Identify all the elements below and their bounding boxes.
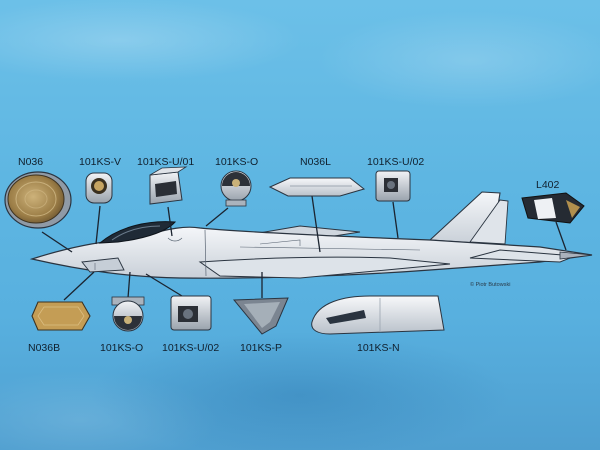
leader-101ks-u02-bottom (145, 273, 183, 297)
label-101ks-o-top: 101KS-O (215, 156, 258, 168)
n036-radar-image (4, 171, 72, 229)
leader-n036b (63, 271, 95, 301)
label-101ks-u02-bottom: 101KS-U/02 (162, 342, 219, 354)
label-n036l: N036L (300, 156, 331, 168)
canopy (98, 221, 177, 244)
label-l402: L402 (536, 179, 560, 191)
101ks-v-image (85, 172, 113, 204)
leader-101ks-o-bottom (127, 271, 131, 299)
101ks-p-image (232, 297, 289, 335)
label-101ks-u01: 101KS-U/01 (137, 156, 194, 168)
leader-n036l (311, 195, 321, 253)
label-n036: N036 (18, 156, 43, 168)
101ks-o-bottom-image (111, 296, 145, 332)
leader-l402 (555, 221, 567, 251)
component-labels: N036 101KS-V 101KS-U/01 101KS-O N036L 10… (18, 156, 560, 354)
label-n036b: N036B (28, 342, 60, 354)
n036l-image (268, 177, 366, 197)
label-101ks-p: 101KS-P (240, 342, 282, 354)
n036b-image (31, 301, 91, 331)
leader-n036 (41, 231, 73, 253)
leader-101ks-u01 (167, 206, 173, 237)
101ks-n-image (311, 295, 445, 335)
label-101ks-n: 101KS-N (357, 342, 400, 354)
leader-lines (41, 195, 567, 301)
l402-image (521, 192, 585, 224)
su57-aircraft (29, 191, 593, 279)
leader-101ks-v (95, 205, 101, 245)
101ks-u02-bottom-image (170, 295, 212, 331)
credit-text: © Piotr Butowski (470, 281, 510, 288)
leader-101ks-o-top (205, 207, 229, 227)
label-101ks-v: 101KS-V (79, 156, 121, 168)
label-101ks-u02-top: 101KS-U/02 (367, 156, 424, 168)
101ks-u01-image (149, 166, 188, 205)
101ks-u02-top-image (375, 170, 411, 202)
leader-101ks-u02-top (392, 201, 399, 239)
label-101ks-o-bottom: 101KS-O (100, 342, 143, 354)
101ks-o-top-image (220, 170, 252, 207)
